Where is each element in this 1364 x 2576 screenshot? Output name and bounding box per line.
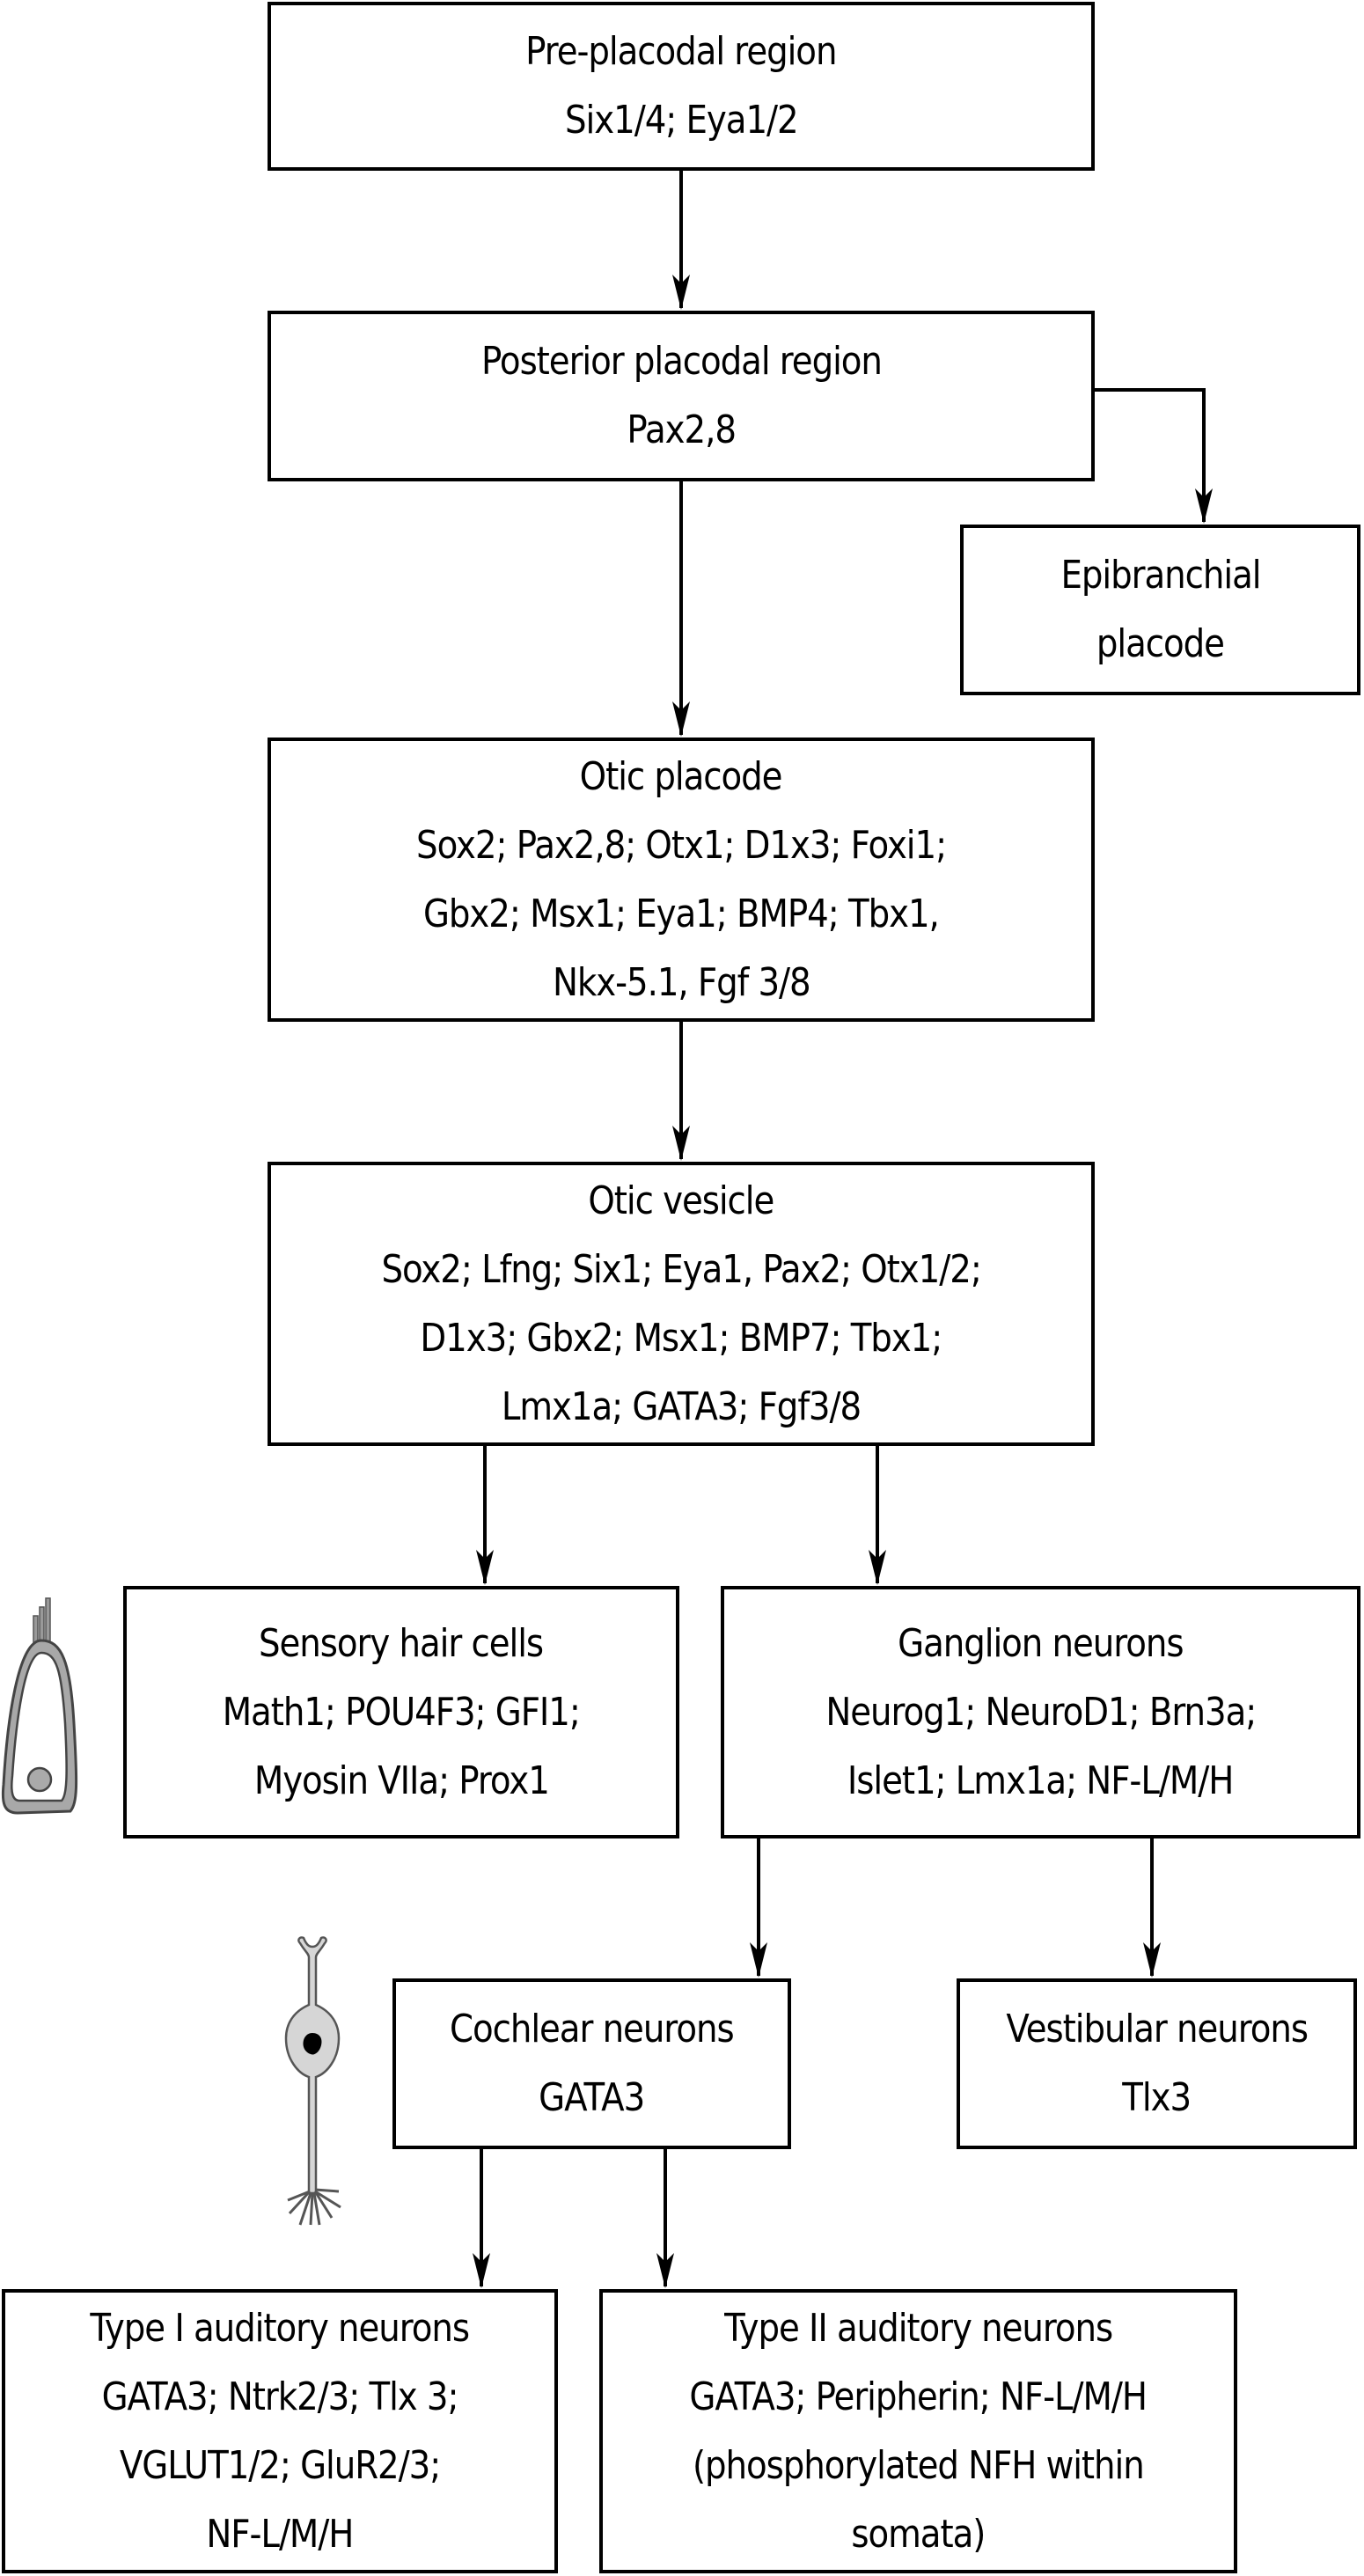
node-title: Pre-placodal region — [525, 29, 837, 74]
node-markers: GATA3; Peripherin; NF-L/M/H — [689, 2374, 1148, 2419]
node-posterior-placodal-region: Posterior placodal region Pax2,8 — [268, 311, 1095, 481]
arrowhead — [750, 1942, 767, 1978]
node-type-2-auditory-neurons: Type II auditory neurons GATA3; Peripher… — [599, 2289, 1237, 2573]
node-markers: GATA3 — [539, 2075, 646, 2120]
node-title: Otic placode — [580, 753, 783, 799]
node-markers: Gbx2; Msx1; Eya1; BMP4; Tbx1, — [423, 891, 940, 936]
arrowhead — [656, 2253, 674, 2288]
node-markers: VGLUT1/2; GluR2/3; — [119, 2442, 441, 2488]
node-title: Otic vesicle — [588, 1178, 775, 1223]
node-cochlear-neurons: Cochlear neurons GATA3 — [392, 1978, 791, 2149]
node-markers: somata) — [851, 2511, 986, 2557]
node-markers: Myosin VIIa; Prox1 — [253, 1758, 550, 1803]
node-type-1-auditory-neurons: Type I auditory neurons GATA3; Ntrk2/3; … — [2, 2289, 558, 2573]
node-markers: Tlx3 — [1122, 2075, 1192, 2120]
node-markers: (phosphorylated NFH within — [693, 2442, 1145, 2488]
arrowhead — [672, 1126, 690, 1161]
node-title: Type II auditory neurons — [723, 2305, 1113, 2351]
node-vestibular-neurons: Vestibular neurons Tlx3 — [957, 1978, 1357, 2149]
hair-cell-icon — [1, 1597, 78, 1815]
arrowhead — [476, 1550, 494, 1585]
node-markers: Neurog1; NeuroD1; Brn3a; — [825, 1689, 1257, 1735]
arrowhead — [672, 275, 690, 310]
arrowhead — [1195, 488, 1213, 524]
node-markers: Math1; POU4F3; GFI1; — [222, 1689, 581, 1735]
node-ganglion-neurons: Ganglion neurons Neurog1; NeuroD1; Brn3a… — [721, 1586, 1360, 1838]
node-markers: NF-L/M/H — [206, 2511, 355, 2557]
node-markers: Nkx-5.1, Fgf 3/8 — [552, 959, 811, 1005]
node-markers: Islet1; Lmx1a; NF-L/M/H — [847, 1758, 1234, 1803]
node-markers: GATA3; Ntrk2/3; Tlx 3; — [101, 2374, 459, 2419]
arrowhead — [672, 701, 690, 737]
node-epibranchial-placode: Epibranchial placode — [960, 525, 1360, 695]
node-markers: Six1/4; Eya1/2 — [564, 98, 799, 143]
node-otic-placode: Otic placode Sox2; Pax2,8; Otx1; D1x3; F… — [268, 738, 1095, 1022]
node-title: Cochlear neurons — [450, 2007, 735, 2051]
node-title: Ganglion neurons — [898, 1620, 1184, 1666]
node-title-cont: placode — [1096, 621, 1225, 666]
node-title: Epibranchial — [1060, 553, 1261, 598]
node-markers: D1x3; Gbx2; Msx1; BMP7; Tbx1; — [420, 1315, 943, 1361]
node-markers: Pax2,8 — [627, 407, 737, 452]
node-pre-placodal-region: Pre-placodal region Six1/4; Eya1/2 — [268, 2, 1095, 171]
node-title: Vestibular neurons — [1006, 2007, 1309, 2051]
node-title: Type I auditory neurons — [90, 2305, 471, 2351]
arrow-posterior-to-epibranchial — [1095, 388, 1206, 522]
neuron-icon — [284, 1936, 341, 2226]
arrowhead — [869, 1550, 886, 1585]
node-title: Sensory hair cells — [259, 1620, 545, 1666]
node-title: Posterior placodal region — [480, 339, 883, 384]
arrowhead — [473, 2253, 490, 2288]
node-markers: Sox2; Lfng; Six1; Eya1, Pax2; Otx1/2; — [381, 1246, 981, 1292]
arrowhead — [1143, 1942, 1161, 1978]
node-sensory-hair-cells: Sensory hair cells Math1; POU4F3; GFI1; … — [123, 1586, 679, 1838]
node-markers: Sox2; Pax2,8; Otx1; D1x3; Foxi1; — [415, 822, 947, 868]
node-markers: Lmx1a; GATA3; Fgf3/8 — [501, 1383, 862, 1429]
node-otic-vesicle: Otic vesicle Sox2; Lfng; Six1; Eya1, Pax… — [268, 1162, 1095, 1446]
